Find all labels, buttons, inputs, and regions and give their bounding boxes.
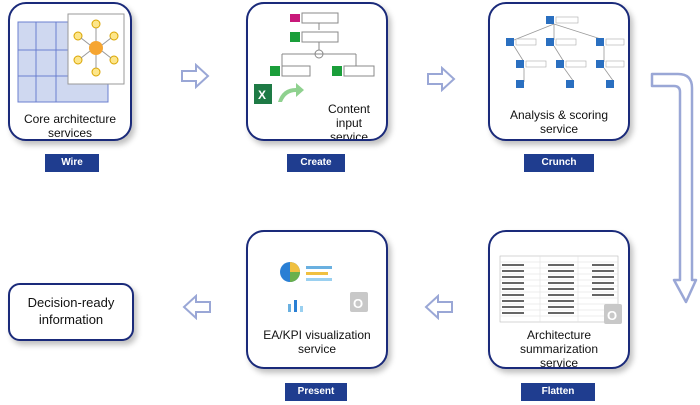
curved-arrow-down-icon <box>650 72 698 304</box>
tag-wire[interactable]: Wire <box>45 154 99 172</box>
result-box: Decision-ready information <box>8 283 134 341</box>
dashboard-thumbnail: O <box>280 262 368 312</box>
spreadsheet-thumbnail: O <box>499 255 622 324</box>
tag-create[interactable]: Create <box>287 154 345 172</box>
tree-analysis-thumbnail <box>506 16 625 88</box>
arrow-right-icon <box>181 63 210 89</box>
svg-text:X: X <box>258 88 266 102</box>
card-caption: Architecture summarization service <box>519 328 599 369</box>
arrow-left-icon <box>424 294 453 320</box>
card-wire[interactable]: Core architecture services <box>8 2 132 141</box>
card-flatten[interactable]: O Architecture summarization service <box>488 230 630 369</box>
card-crunch[interactable]: Analysis & scoring service <box>488 2 630 141</box>
card-caption: Core architecture services <box>23 112 117 140</box>
card-caption: EA/KPI visualization service <box>263 328 371 356</box>
tag-flatten[interactable]: Flatten <box>521 383 595 401</box>
arrow-left-icon <box>182 294 211 320</box>
arrow-right-icon <box>427 66 456 92</box>
tag-present[interactable]: Present <box>285 383 347 401</box>
workflow-thumbnail: X <box>254 12 375 104</box>
tag-crunch[interactable]: Crunch <box>524 154 594 172</box>
card-caption: Analysis & scoring service <box>509 108 609 136</box>
card-caption: Content input service <box>327 102 371 141</box>
svg-text:O: O <box>353 296 363 311</box>
svg-text:O: O <box>607 308 617 323</box>
card-present[interactable]: O EA/KPI visualization service <box>246 230 388 369</box>
result-caption: Decision-ready information <box>27 295 115 327</box>
architecture-diagram-thumbnail <box>17 13 125 103</box>
card-create[interactable]: X Content input service <box>246 2 388 141</box>
